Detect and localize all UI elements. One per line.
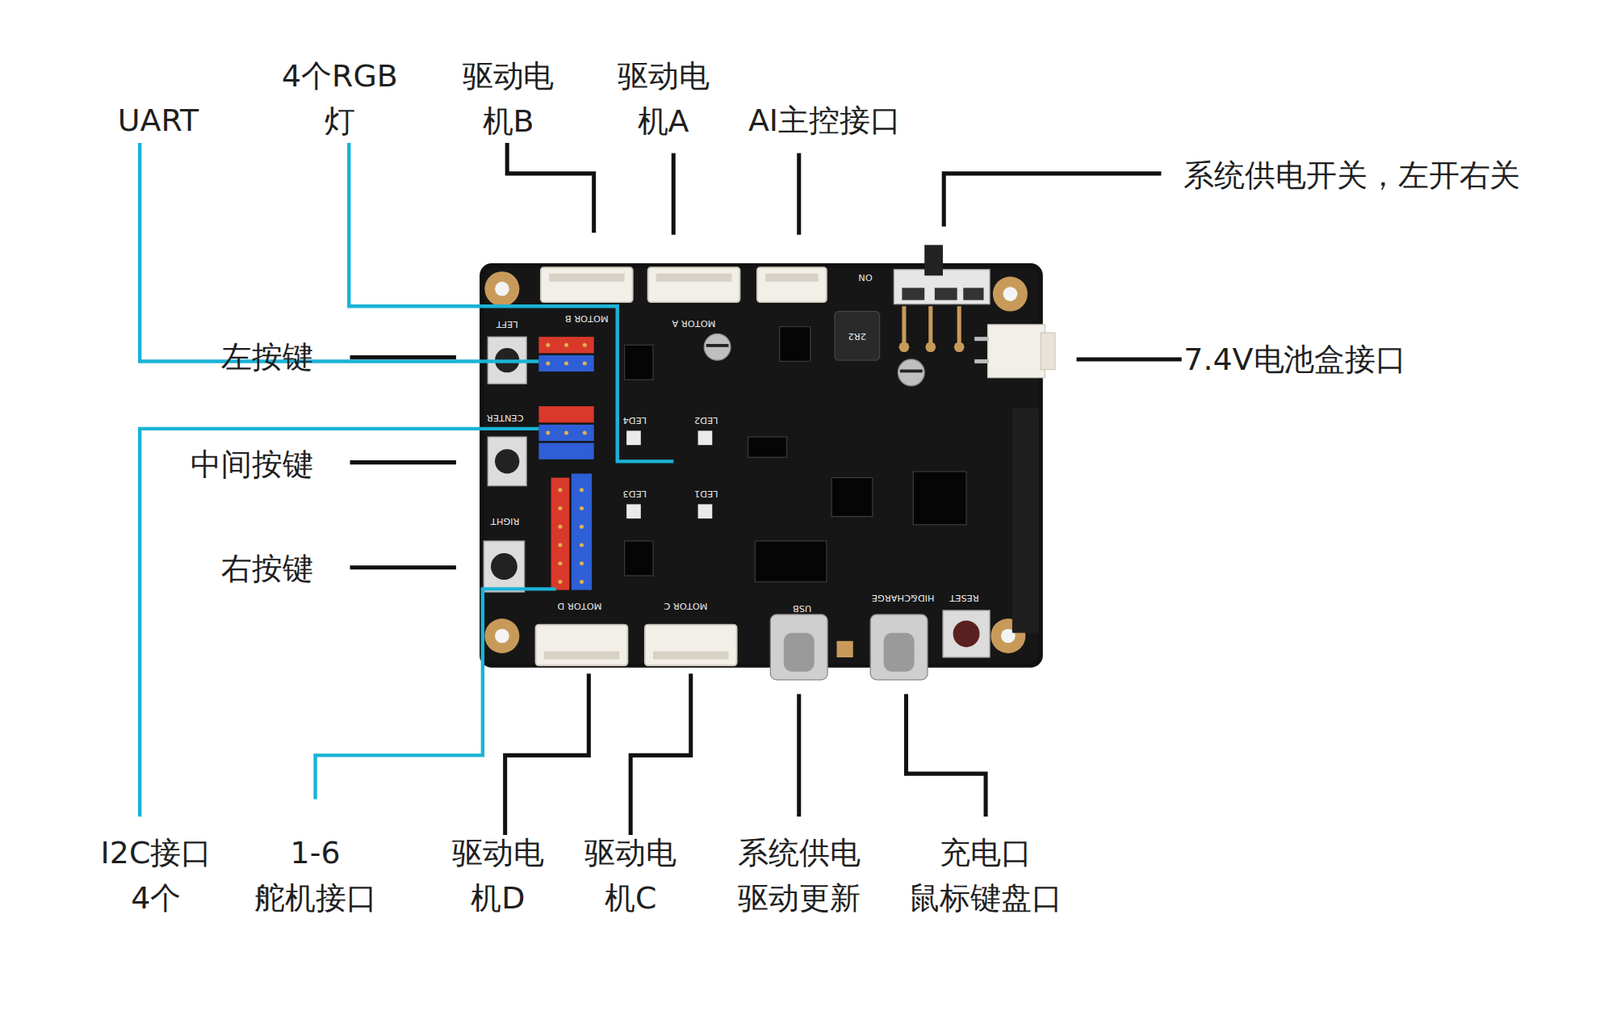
silkscreen-text: MOTOR A — [672, 318, 717, 329]
callout-label: 系统供电 驱动更新 — [737, 830, 861, 921]
silkscreen-text: 2R2 — [848, 331, 867, 343]
callout-label: 中间按键 — [190, 441, 314, 487]
motor-connector — [536, 267, 827, 666]
callout-label: UART — [117, 97, 199, 143]
mount-hole — [484, 271, 1027, 654]
silkscreen-text: LED3 — [622, 488, 647, 499]
silkscreen-text: MOTOR C — [663, 601, 708, 612]
callout-label: 系统供电开关，左开右关 — [1183, 153, 1521, 199]
callout-label: 驱动电 机C — [584, 830, 677, 921]
callout-label: 1-6 舵机接口 — [254, 830, 377, 921]
capacitor — [897, 359, 925, 386]
silkscreen-text: LED2 — [694, 414, 719, 426]
callout-label: AI主控接口 — [748, 97, 901, 143]
silkscreen-text: LED1 — [694, 488, 719, 499]
push-button — [483, 336, 990, 658]
callout-label: 4个RGB 灯 — [281, 54, 398, 144]
callout-label: 驱动电 机A — [617, 54, 710, 144]
silkscreen-text: MOTOR B — [565, 313, 609, 324]
callout-label: 左按键 — [221, 335, 314, 381]
power-switch — [893, 244, 990, 352]
callout-label: 驱动电 机B — [462, 54, 555, 144]
silkscreen-text: MOTOR D — [557, 601, 602, 612]
ic-chip — [624, 326, 967, 582]
callout-label: 7.4V电池盒接口 — [1183, 336, 1407, 382]
silkscreen-text: ON — [858, 272, 872, 283]
silkscreen-text: LED4 — [622, 414, 647, 426]
callout-label: 驱动电 机D — [452, 830, 545, 921]
inductor — [834, 311, 880, 361]
leader-line — [350, 142, 1182, 835]
leader-line — [139, 142, 674, 817]
silkscreen-text: CENTER — [486, 413, 524, 424]
silkscreen-text: RIGHT — [490, 516, 520, 528]
silkscreen-text: RESET — [949, 592, 979, 604]
silkscreen-text: LEFT — [496, 319, 519, 331]
silkscreen-text: HID&CHARGE — [871, 592, 935, 604]
pcb — [479, 263, 1043, 668]
battery-connector — [974, 324, 1056, 378]
silkscreen-text: USB — [792, 603, 812, 614]
callout-label: 右按键 — [221, 545, 314, 591]
rgb-led — [626, 430, 713, 519]
callout-label: 充电口 鼠标键盘口 — [908, 830, 1063, 921]
pin-header — [538, 336, 594, 590]
capacitor — [703, 333, 731, 361]
usb-c-port — [770, 614, 928, 680]
callout-label: I2C接口 4个 — [100, 830, 213, 921]
